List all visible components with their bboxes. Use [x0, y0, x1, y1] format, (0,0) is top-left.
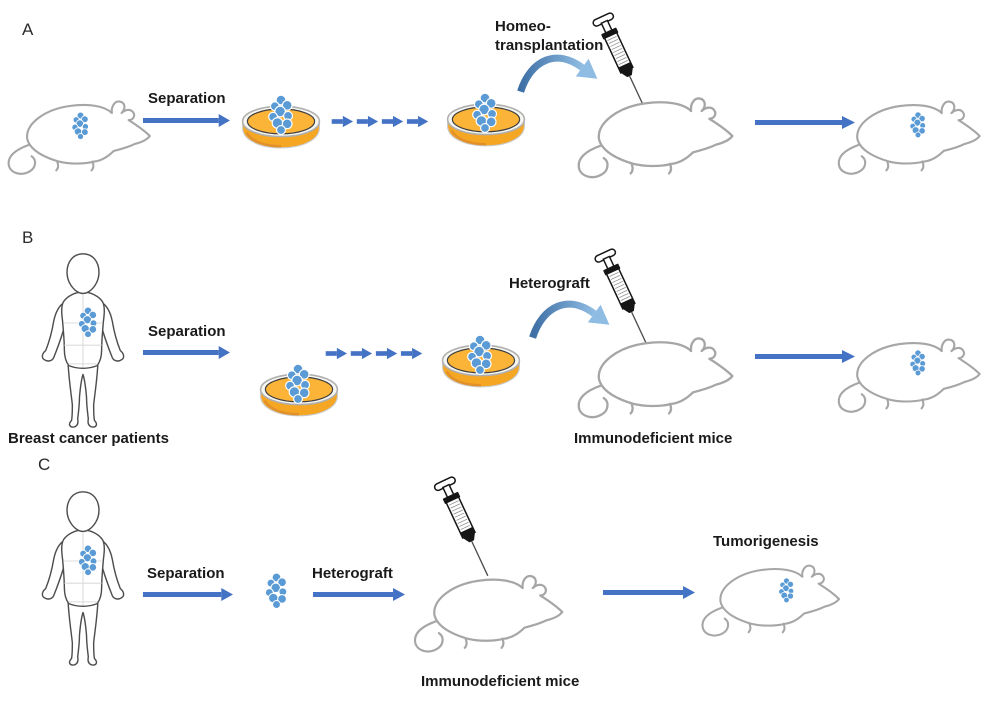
flow-arrow-icon — [143, 346, 230, 359]
tumor-cells-icon — [470, 91, 500, 135]
tumor-cells-icon — [76, 306, 100, 339]
panel-b-label: B — [22, 228, 34, 247]
human-figure-icon — [33, 252, 133, 434]
tumorigenesis-label: Tumorigenesis — [713, 533, 819, 550]
tumor-cells-icon — [266, 93, 296, 137]
flow-arrow-icon — [603, 586, 695, 599]
separation-label: Separation — [148, 90, 226, 107]
separation-label: Separation — [148, 323, 226, 340]
tumor-cells-icon — [465, 332, 495, 378]
tumor-cells-icon — [70, 111, 91, 141]
mouse-icon — [575, 328, 740, 424]
immunodeficient-mice-label: Immunodeficient mice — [421, 673, 580, 690]
dashed-arrow-icon — [324, 347, 424, 360]
tumor-cells-icon — [263, 570, 290, 612]
tumor-cells-icon — [908, 111, 928, 139]
tumor-cells-icon — [777, 577, 796, 604]
heterograft-label: Heterograft — [312, 565, 393, 582]
separation-label: Separation — [147, 565, 225, 582]
human-figure-icon — [33, 490, 133, 672]
panel-a-label: A — [22, 20, 34, 39]
immunodeficient-mice-label: Immunodeficient mice — [574, 430, 733, 447]
breast-cancer-patients-label: Breast cancer patients — [8, 430, 169, 447]
mouse-icon — [575, 88, 740, 184]
homeo-transplantation-label: Homeo- transplantation — [495, 18, 604, 54]
tumor-cells-icon — [908, 349, 928, 377]
panel-c-label: C — [38, 455, 51, 474]
flow-arrow-icon — [143, 114, 230, 127]
mouse-icon — [408, 566, 573, 658]
flow-arrow-icon — [313, 588, 405, 601]
heterograft-label: Heterograft — [509, 275, 590, 292]
tumor-cells-icon — [76, 544, 100, 577]
flow-arrow-icon — [143, 588, 233, 601]
dashed-arrow-icon — [330, 115, 430, 128]
tumor-cells-icon — [283, 361, 313, 407]
mouse-icon — [700, 556, 845, 642]
